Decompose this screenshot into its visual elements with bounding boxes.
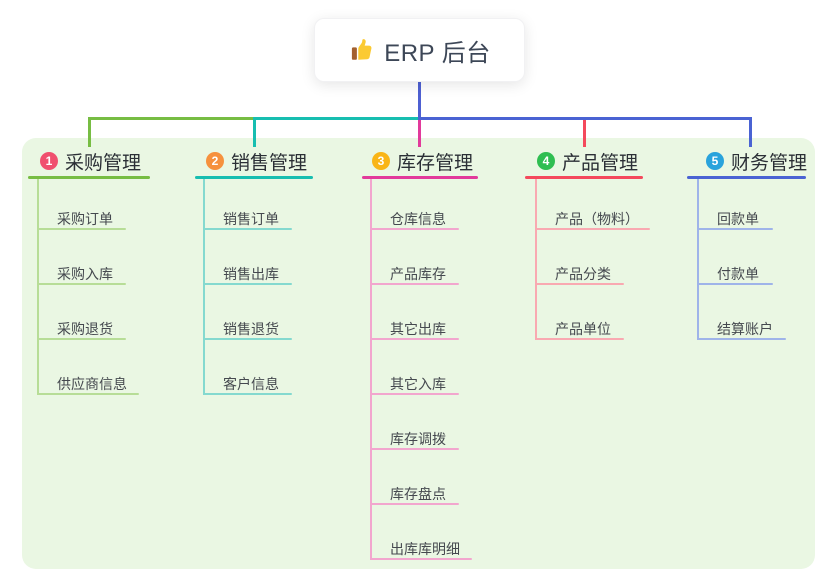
child-underline — [203, 338, 292, 340]
branch-node-3[interactable]: 3 库存管理 — [372, 149, 474, 174]
branch-badge: 1 — [40, 152, 58, 170]
children-connector-line — [203, 177, 205, 395]
branches-panel — [22, 138, 815, 569]
branch-node-5[interactable]: 5 财务管理 — [706, 149, 808, 174]
branch-underline — [687, 176, 806, 179]
child-underline — [370, 558, 472, 560]
child-underline — [370, 228, 459, 230]
root-connector-line — [418, 80, 421, 119]
child-node[interactable]: 采购订单 — [57, 211, 113, 227]
branch-badge: 5 — [706, 152, 724, 170]
thumbs-up-icon — [352, 39, 372, 60]
child-underline — [37, 228, 126, 230]
child-node[interactable]: 采购入库 — [57, 266, 113, 282]
branch-title: 库存管理 — [397, 152, 474, 174]
child-underline — [697, 228, 773, 230]
branch-underline — [28, 176, 150, 179]
branch-title: 销售管理 — [231, 152, 308, 174]
branch-connector-line — [253, 118, 256, 147]
branch-badge: 4 — [537, 152, 555, 170]
branch-badge: 3 — [372, 152, 390, 170]
child-node[interactable]: 其它出库 — [390, 321, 446, 337]
branch-underline — [195, 176, 313, 179]
branch-title: 产品管理 — [562, 152, 639, 174]
branch-title: 采购管理 — [65, 152, 142, 174]
child-node[interactable]: 结算账户 — [717, 321, 773, 337]
child-underline — [370, 503, 459, 505]
child-underline — [535, 283, 624, 285]
child-node[interactable]: 销售订单 — [223, 211, 279, 227]
child-underline — [37, 283, 126, 285]
child-underline — [697, 283, 773, 285]
root-node[interactable]: ERP 后台 — [314, 18, 525, 82]
rail-segment — [418, 117, 752, 120]
branch-connector-line — [418, 118, 421, 147]
child-underline — [203, 393, 292, 395]
child-underline — [370, 283, 459, 285]
branch-badge: 2 — [206, 152, 224, 170]
child-node[interactable]: 产品分类 — [555, 266, 611, 282]
child-underline — [370, 338, 459, 340]
child-node[interactable]: 仓库信息 — [390, 211, 446, 227]
rail-segment — [88, 117, 256, 120]
child-node[interactable]: 产品单位 — [555, 321, 611, 337]
child-node[interactable]: 其它入库 — [390, 376, 446, 392]
child-node[interactable]: 出库库明细 — [390, 541, 460, 557]
children-connector-line — [37, 177, 39, 395]
branch-node-2[interactable]: 2 销售管理 — [206, 149, 308, 174]
children-connector-line — [370, 177, 372, 560]
child-node[interactable]: 客户信息 — [223, 376, 279, 392]
child-node[interactable]: 销售退货 — [223, 321, 279, 337]
branch-connector-line — [88, 118, 91, 147]
child-underline — [697, 338, 786, 340]
children-connector-line — [697, 177, 699, 340]
child-node[interactable]: 回款单 — [717, 211, 759, 227]
child-underline — [203, 283, 292, 285]
child-node[interactable]: 库存调拨 — [390, 431, 446, 447]
child-underline — [37, 393, 139, 395]
branch-node-4[interactable]: 4 产品管理 — [537, 149, 639, 174]
child-node[interactable]: 销售出库 — [223, 266, 279, 282]
child-node[interactable]: 产品库存 — [390, 266, 446, 282]
child-underline — [535, 228, 650, 230]
child-node[interactable]: 采购退货 — [57, 321, 113, 337]
rail-segment — [253, 117, 421, 120]
child-node[interactable]: 产品（物料） — [555, 211, 639, 227]
branch-connector-line — [583, 118, 586, 147]
children-connector-line — [535, 177, 537, 340]
branch-node-1[interactable]: 1 采购管理 — [40, 149, 142, 174]
child-underline — [370, 448, 459, 450]
child-node[interactable]: 供应商信息 — [57, 376, 127, 392]
child-underline — [203, 228, 292, 230]
root-title: ERP 后台 — [384, 39, 491, 67]
child-node[interactable]: 付款单 — [717, 266, 759, 282]
child-underline — [37, 338, 126, 340]
child-node[interactable]: 库存盘点 — [390, 486, 446, 502]
branch-title: 财务管理 — [731, 152, 808, 174]
child-underline — [535, 338, 624, 340]
branch-underline — [362, 176, 478, 179]
child-underline — [370, 393, 459, 395]
branch-underline — [525, 176, 643, 179]
branch-connector-line — [749, 118, 752, 147]
